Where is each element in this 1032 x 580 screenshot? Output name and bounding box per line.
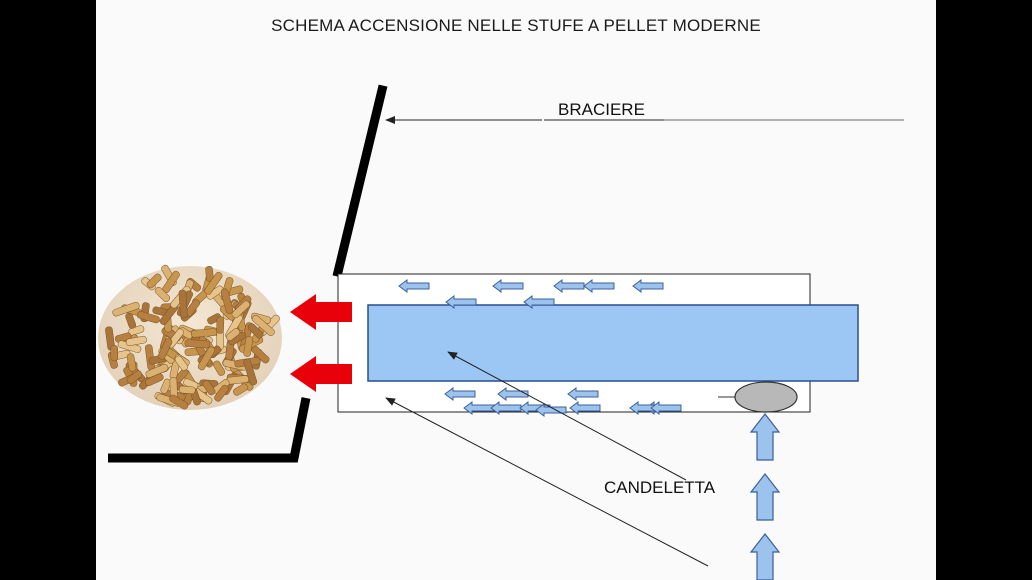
- pellet: [174, 355, 188, 371]
- intake-arrow: [749, 533, 781, 580]
- heat-arrows: [290, 294, 352, 392]
- pellet: [136, 311, 160, 324]
- pellet: [233, 383, 248, 396]
- pellet: [110, 345, 119, 362]
- airflow-arrow: [632, 279, 664, 293]
- braciere-label: BRACIERE: [558, 100, 645, 119]
- pellet: [251, 345, 270, 364]
- brazier-upper-wall: [332, 84, 388, 278]
- pellet: [231, 300, 251, 319]
- leader-lines: [385, 116, 904, 567]
- slide: SCHEMA ACCENSIONE NELLE STUFE A PELLET M…: [96, 0, 936, 580]
- airflow-arrow: [650, 401, 682, 415]
- letterbox-right: [936, 0, 1032, 580]
- letterbox-left: [0, 0, 96, 580]
- airflow-arrow: [567, 387, 599, 401]
- airflow-arrow: [569, 401, 601, 415]
- pellet: [243, 336, 254, 357]
- igniter: [734, 381, 798, 413]
- pellet: [126, 353, 137, 372]
- airflow-arrow: [444, 387, 476, 401]
- airflow-arrow: [535, 403, 567, 417]
- airflow-arrow: [398, 279, 430, 293]
- pellet: [243, 358, 258, 386]
- pellet: [216, 316, 225, 334]
- brazier-lower-wall: [108, 397, 311, 463]
- heat-arrow: [290, 356, 352, 392]
- pellet: [154, 286, 171, 302]
- stove-ignition-diagram: [98, 84, 904, 580]
- airflow-arrow: [492, 279, 524, 293]
- pellet: [207, 313, 222, 325]
- pellet: [160, 378, 172, 394]
- candeletta-label: CANDELETTA: [604, 478, 716, 497]
- heating-tube: [367, 304, 859, 382]
- pellet: [225, 328, 240, 341]
- candeletta-pointer-tube: [447, 351, 687, 481]
- pellet: [145, 373, 164, 387]
- pellet: [125, 312, 137, 329]
- pellet: [247, 323, 264, 339]
- pellet: [204, 271, 223, 295]
- airflow-arrow: [523, 295, 555, 309]
- pellet: [220, 288, 234, 314]
- airflow-arrow: [583, 279, 615, 293]
- intake-arrow: [749, 413, 781, 461]
- pellet: [190, 328, 218, 338]
- intake-arrow: [749, 473, 781, 521]
- heat-arrow: [290, 294, 352, 330]
- pellet: [212, 360, 226, 376]
- pellet: [112, 301, 140, 317]
- pellet: [157, 338, 173, 360]
- candeletta-pointer-chamber: [385, 397, 709, 567]
- airflow-arrows: [398, 279, 682, 417]
- airflow-arrow: [445, 295, 477, 309]
- slide-title: SCHEMA ACCENSIONE NELLE STUFE A PELLET M…: [271, 16, 761, 35]
- pellet: [125, 335, 147, 347]
- pellet: [126, 370, 143, 384]
- pellet: [178, 289, 188, 319]
- pellet: [214, 384, 229, 402]
- pellet: [197, 346, 216, 371]
- air-intake-arrows: [749, 413, 781, 580]
- pellet: [146, 273, 162, 289]
- pellet: [251, 314, 275, 337]
- pellet: [202, 380, 216, 396]
- pellet: [178, 385, 196, 395]
- pellet: [184, 339, 211, 349]
- pellet-pile: [98, 264, 282, 410]
- pellet: [169, 394, 189, 410]
- brazier-walls: [108, 84, 388, 463]
- pellet-pieces: [105, 264, 280, 410]
